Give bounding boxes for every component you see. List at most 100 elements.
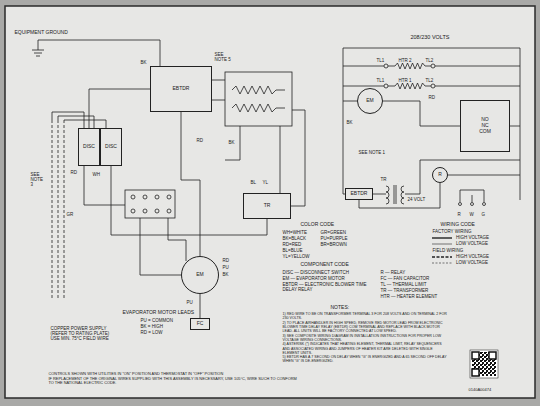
- wire-color: RD: [70, 170, 78, 175]
- wire-connector: [383, 101, 460, 126]
- relay-box: NONCCOM: [460, 100, 510, 152]
- component-label: TL1: [376, 58, 385, 63]
- wire-connector: [89, 89, 150, 128]
- note-text: 3) SEE COMPOSITE WIRING DIAGRAM IN INSTA…: [282, 334, 448, 342]
- terminal-label: W: [469, 212, 474, 217]
- table-heading: COLOR CODE: [300, 222, 335, 228]
- label-card: [5, 6, 535, 398]
- wire-color: PU: [222, 265, 229, 270]
- color-code: PU=PURPLE: [320, 236, 348, 241]
- note-text: 4) ASTERISK (*) INDICATES THAT HEATING E…: [282, 342, 448, 354]
- node-text: TR: [264, 203, 271, 209]
- wires: [32, 40, 520, 300]
- color-code: GR=GREEN: [320, 230, 346, 235]
- lead-code: RD = LOW: [140, 330, 163, 335]
- color-code: RD=RED: [282, 242, 302, 247]
- legend-heading: FACTORY WIRING: [432, 229, 472, 234]
- color-code: WH=WHITE: [282, 230, 308, 235]
- component-code: EBTDR — ELECTRONIC BLOWER TIME DELAY REL…: [282, 282, 373, 292]
- node-text: R: [438, 172, 442, 178]
- wire-color: PU: [186, 300, 193, 305]
- relay-box: EBTDR: [345, 188, 373, 200]
- node-text: COM: [479, 129, 491, 135]
- node-text: EBTDR: [173, 86, 190, 92]
- component-label: HTR 1: [398, 78, 412, 83]
- wire-color: RD: [196, 138, 204, 143]
- disconnect-switch: DISC: [100, 128, 122, 166]
- component-code: TL — THERMAL LIMIT: [380, 282, 427, 287]
- wire-color: RD: [428, 95, 436, 100]
- motor-symbol: EM: [357, 88, 383, 114]
- supply-note: COPPER POWER SUPPLY (REFER TO RATING PLA…: [50, 326, 113, 342]
- component-label: TL1: [376, 78, 385, 83]
- note-text: 2) TO PLACE AIRHANDLER IN HIGH SPEED, RE…: [282, 321, 448, 333]
- motor-symbol: EM: [181, 256, 219, 294]
- wire-color: BK: [228, 140, 235, 145]
- voltage-label: 208/230 VOLTS: [410, 34, 450, 40]
- color-code: BK=BLACK: [282, 236, 306, 241]
- color-code: BL=BLUE: [282, 248, 303, 253]
- table-heading: EVAPORATOR MOTOR LEADS: [122, 310, 195, 316]
- node-text: FC: [197, 321, 204, 327]
- node-text: DISC: [83, 144, 95, 150]
- legend-text: HIGH VOLTAGE: [456, 254, 489, 259]
- lead-code: PU = COMMON: [140, 318, 173, 323]
- wire-color: GR: [66, 212, 74, 217]
- color-code: BR=BROWN: [320, 242, 347, 247]
- lead-code: BK = HIGH: [140, 324, 163, 329]
- legend-text: LOW VOLTAGE: [456, 260, 488, 265]
- component-code: FC — FAN CAPACITOR: [380, 276, 430, 281]
- node-text: EBTDR: [351, 191, 368, 197]
- node-text: DISC: [105, 144, 117, 150]
- voltage-label: 24 VOLT: [407, 197, 426, 202]
- relay-box: EBTDR: [150, 66, 212, 112]
- callout-text: EQUIPMENT GROUND: [14, 30, 68, 36]
- wire-color: BL: [250, 180, 257, 185]
- node-text: EM: [366, 98, 374, 104]
- disconnect-switch: DISC: [78, 128, 100, 166]
- legend-sample: [432, 237, 452, 238]
- part-number: 0140A00474: [468, 388, 492, 393]
- node-text: EM: [196, 272, 204, 278]
- component-code: TR — TRANSFORMER: [380, 288, 429, 293]
- capacitor-box: FC: [190, 318, 210, 330]
- component-label: TR: [380, 177, 387, 182]
- note-text: 1) RED WIRE TO BE ON TRANSFORMER TERMINA…: [282, 312, 448, 320]
- component-label: HTR 2: [398, 58, 412, 63]
- legend-sample: [432, 244, 452, 245]
- color-code: YL=YELLOW: [282, 254, 310, 259]
- footer-text: IF REPLACEMENT OF THE ORIGINAL WIRES SUP…: [48, 377, 299, 386]
- component-code: EM — EVAPORATOR MOTOR: [282, 276, 345, 281]
- wire-color: BK: [140, 60, 147, 65]
- terminal-label: G: [481, 212, 486, 217]
- wire-color: BK: [222, 272, 229, 277]
- wire-connector: [181, 112, 200, 256]
- wire-connector: [200, 294, 201, 318]
- table-heading: COMPONENT CODE: [300, 262, 349, 268]
- legend-sample: [432, 263, 452, 264]
- note-reference: SEE NOTE 1: [358, 150, 386, 155]
- component-code: DISC — DISCONNECT SWITCH: [282, 270, 349, 275]
- footer-text: CONTROLS SHOWN WITH UTILITIES IN "ON" PO…: [48, 372, 299, 376]
- legend-text: HIGH VOLTAGE: [456, 235, 489, 240]
- terminal-label: R: [457, 212, 461, 217]
- relay-coil: R: [432, 167, 448, 183]
- wire-color: RD: [222, 258, 230, 263]
- table-heading: NOTES:: [330, 305, 350, 311]
- legend-sample: [432, 256, 452, 257]
- note-text: 5) EBTDR HAS A 7 SECOND ON DELAY WHEN "G…: [282, 355, 448, 363]
- wire-color: BK: [346, 120, 353, 125]
- wire-color: WH: [92, 172, 101, 177]
- table-heading: WIRING CODE: [440, 222, 475, 228]
- component-code: R — RELAY: [380, 270, 406, 275]
- note-reference: SEE NOTE 5: [214, 52, 237, 62]
- component-code: HTR — HEATER ELEMENT: [380, 294, 438, 299]
- legend-text: LOW VOLTAGE: [456, 241, 488, 246]
- component-label: TL2: [425, 78, 434, 83]
- component-label: TL2: [425, 58, 434, 63]
- note-reference: SEE NOTE 3: [30, 172, 45, 188]
- legend-heading: FIELD WIRING: [432, 248, 464, 253]
- wire-color: YL: [262, 180, 269, 185]
